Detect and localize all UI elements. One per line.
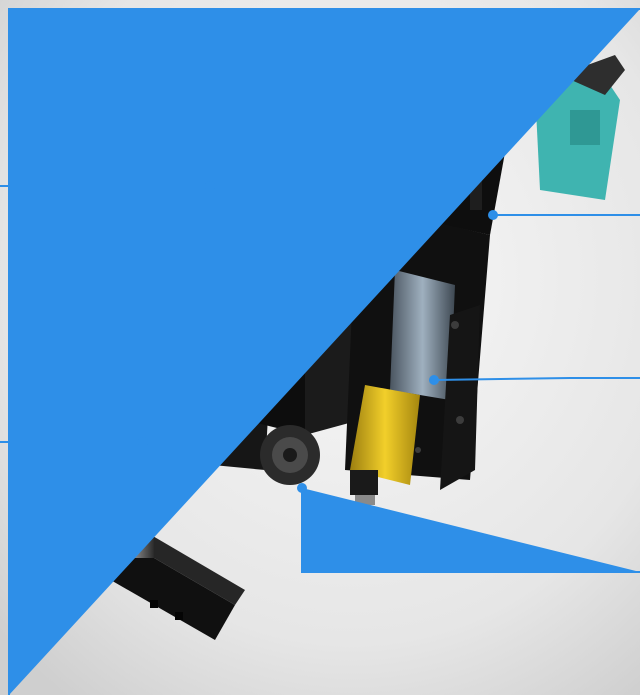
guide-plate [390, 270, 455, 400]
callout-dot-left [138, 437, 148, 447]
callout-bottom [301, 488, 640, 573]
frame-line [8, 8, 640, 695]
callout-mid-right [433, 377, 640, 381]
callout-dot-top-right [488, 210, 498, 220]
callout-dot-top-left [205, 181, 215, 191]
spring-cylinder [350, 385, 420, 485]
callout-dot-mid-right [429, 375, 439, 385]
callout-dot-bottom [297, 483, 307, 493]
